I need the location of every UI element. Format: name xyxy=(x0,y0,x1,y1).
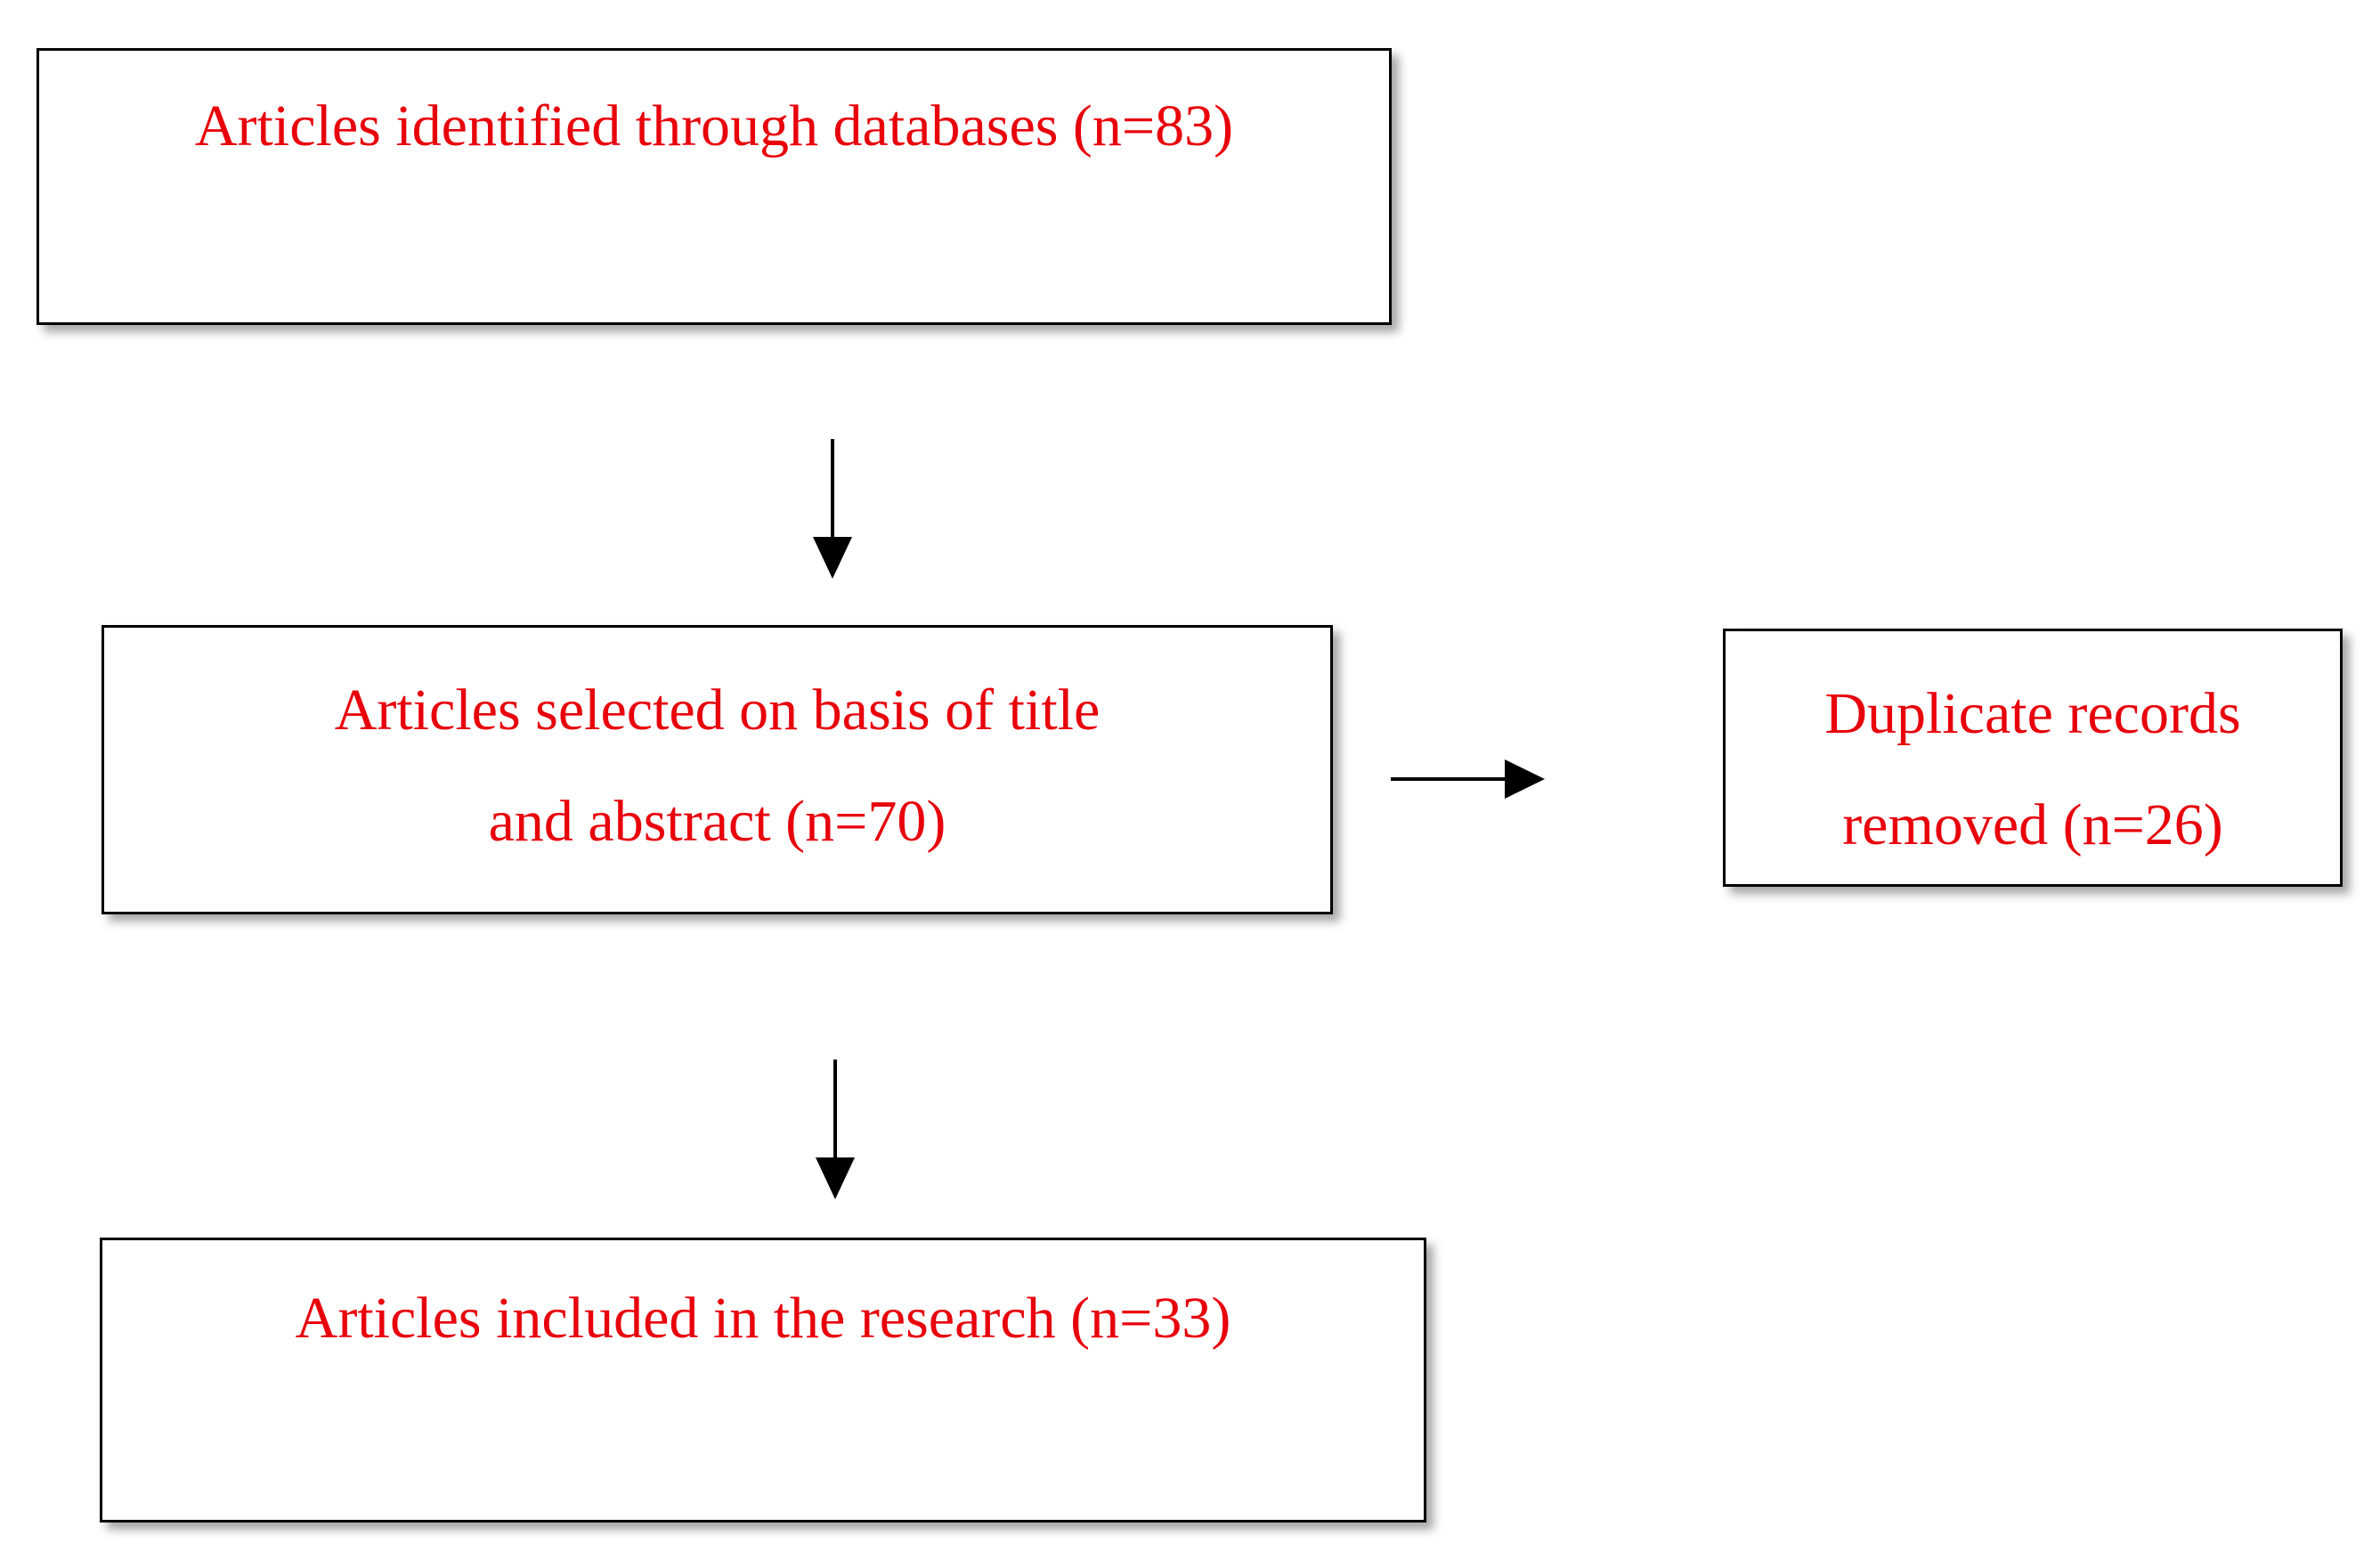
box-duplicates-removed-text-line-2: removed (n=26) xyxy=(1842,792,2223,857)
box-articles-identified: Articles identified through databases (n… xyxy=(37,48,1392,325)
box-duplicates-removed: Duplicate records removed (n=26) xyxy=(1723,629,2343,887)
box-duplicates-removed-text-line-1: Duplicate records xyxy=(1824,681,2241,746)
box-articles-included: Articles included in the research (n=33) xyxy=(100,1238,1426,1522)
box-articles-selected-text-line-2: and abstract (n=70) xyxy=(488,789,946,854)
box-articles-included-text: Articles included in the research (n=33) xyxy=(295,1286,1231,1351)
box-articles-selected-text-line-1: Articles selected on basis of title xyxy=(334,678,1101,743)
arrow-selected-to-duplicates xyxy=(1391,759,1545,799)
arrow-selected-to-included xyxy=(816,1060,855,1199)
box-articles-identified-text: Articles identified through databases (n… xyxy=(194,93,1234,158)
arrow-identified-to-selected xyxy=(813,439,852,579)
box-articles-selected: Articles selected on basis of title and … xyxy=(102,625,1333,914)
